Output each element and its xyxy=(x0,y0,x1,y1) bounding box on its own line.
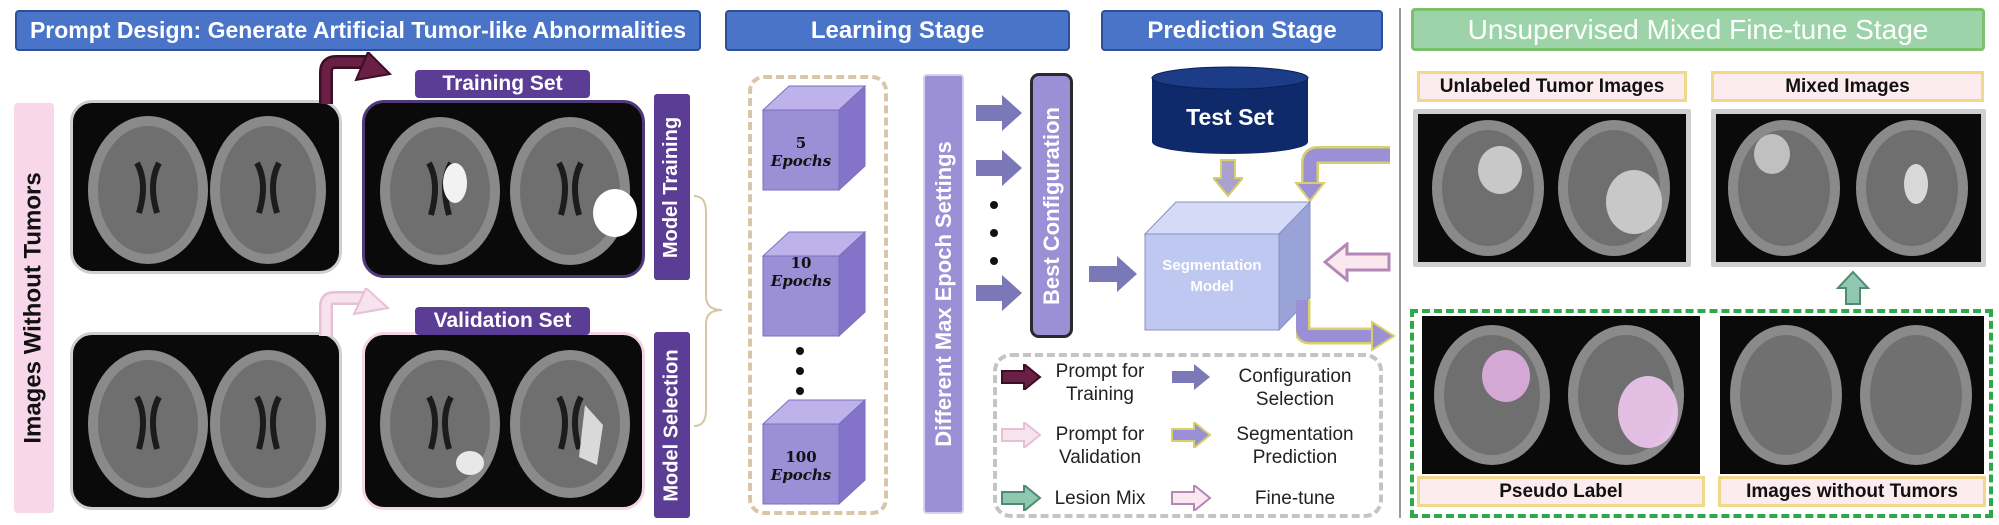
different-max-epoch-label: Different Max Epoch Settings xyxy=(923,74,964,514)
pseudo-label-panel xyxy=(1422,316,1700,474)
finetune-loop-arrow xyxy=(1293,146,1390,203)
no-tumor-brain-image xyxy=(1730,325,1972,465)
stage-separator xyxy=(1399,8,1401,518)
epoch-cube-100 xyxy=(761,398,867,506)
pseudo-label-brain-image xyxy=(1434,325,1684,465)
configuration-selection-legend-icon xyxy=(1172,364,1210,390)
brain-pair-image-bottom xyxy=(88,350,326,498)
brace-connector xyxy=(693,195,723,427)
epoch-cube-10 xyxy=(761,230,867,338)
legend-configuration-selection: Configuration Selection xyxy=(1238,366,1352,410)
images-without-tumors-panel xyxy=(1720,316,1984,474)
training-set-label: Training Set xyxy=(415,70,590,98)
mixed-images-panel xyxy=(1711,109,1986,267)
vertical-ellipsis-arrows xyxy=(990,201,998,265)
segmentation-model-cube xyxy=(1143,200,1312,332)
prompt-validation-legend-icon xyxy=(1001,422,1042,448)
config-to-model-arrow xyxy=(1089,256,1137,292)
mixed-images-label: Mixed Images xyxy=(1711,71,1984,102)
lesion-mix-legend-icon xyxy=(1001,485,1042,511)
brain-panel-validation xyxy=(362,332,645,510)
legend-segmentation-prediction: Segmentation Prediction xyxy=(1236,424,1354,468)
brain-pair-image xyxy=(88,116,326,264)
header-prompt-design: Prompt Design: Generate Artificial Tumor… xyxy=(15,10,701,51)
vertical-ellipsis-epochs xyxy=(796,347,804,395)
brain-pair-validation-image xyxy=(380,350,630,498)
validation-set-label: Validation Set xyxy=(415,307,590,335)
test-set-label: Test Set xyxy=(1186,103,1274,130)
prompt-training-legend-icon xyxy=(1001,364,1042,390)
finetune-in-arrow xyxy=(1323,242,1391,282)
legend-fine-tune: Fine-tune xyxy=(1254,488,1336,509)
model-training-label: Model Training xyxy=(654,94,690,280)
unlabeled-tumor-panel xyxy=(1413,109,1691,267)
header-unsupervised-stage: Unsupervised Mixed Fine-tune Stage xyxy=(1411,8,1985,51)
mixed-brain-image xyxy=(1728,120,1968,256)
images-without-tumors-label: Images Without Tumors xyxy=(14,103,54,513)
unlabeled-brain-image xyxy=(1432,120,1670,256)
brain-panel-training xyxy=(362,100,645,278)
segmentation-prediction-legend-icon xyxy=(1171,422,1212,448)
legend-prompt-validation: Prompt for Validation xyxy=(1055,424,1145,468)
best-configuration-label: Best Configuration xyxy=(1030,73,1073,338)
config-arrows xyxy=(976,95,1022,311)
header-prediction-stage: Prediction Stage xyxy=(1101,10,1383,51)
prompt-validation-arrow xyxy=(319,288,391,336)
brain-panel-top-left xyxy=(70,100,342,274)
test-to-model-arrow xyxy=(1213,159,1243,198)
epoch-group-box xyxy=(748,75,888,515)
epoch-cube-5 xyxy=(761,84,867,192)
pseudo-label-label: Pseudo Label xyxy=(1417,476,1705,507)
legend-lesion-mix: Lesion Mix xyxy=(1054,488,1146,509)
brain-panel-bottom-left xyxy=(70,332,342,510)
segmentation-prediction-arrow xyxy=(1296,300,1396,352)
header-learning-stage: Learning Stage xyxy=(725,10,1070,51)
test-set-cylinder xyxy=(1151,66,1309,154)
images-without-tumors-label-bottom: Images without Tumors xyxy=(1718,476,1986,507)
legend-box xyxy=(993,353,1383,518)
segmentation-model-label: Segmentation Model xyxy=(1162,257,1262,295)
model-selection-label: Model Selection xyxy=(654,332,690,518)
legend-prompt-training: Prompt for Training xyxy=(1055,361,1145,405)
prompt-training-arrow xyxy=(319,52,393,104)
finetune-legend-icon xyxy=(1171,485,1212,511)
pseudo-label-group-box xyxy=(1410,309,1993,518)
brain-pair-training-image xyxy=(380,117,637,265)
unlabeled-tumor-images-label: Unlabeled Tumor Images xyxy=(1417,71,1687,102)
lesion-mix-arrow xyxy=(1836,270,1870,305)
